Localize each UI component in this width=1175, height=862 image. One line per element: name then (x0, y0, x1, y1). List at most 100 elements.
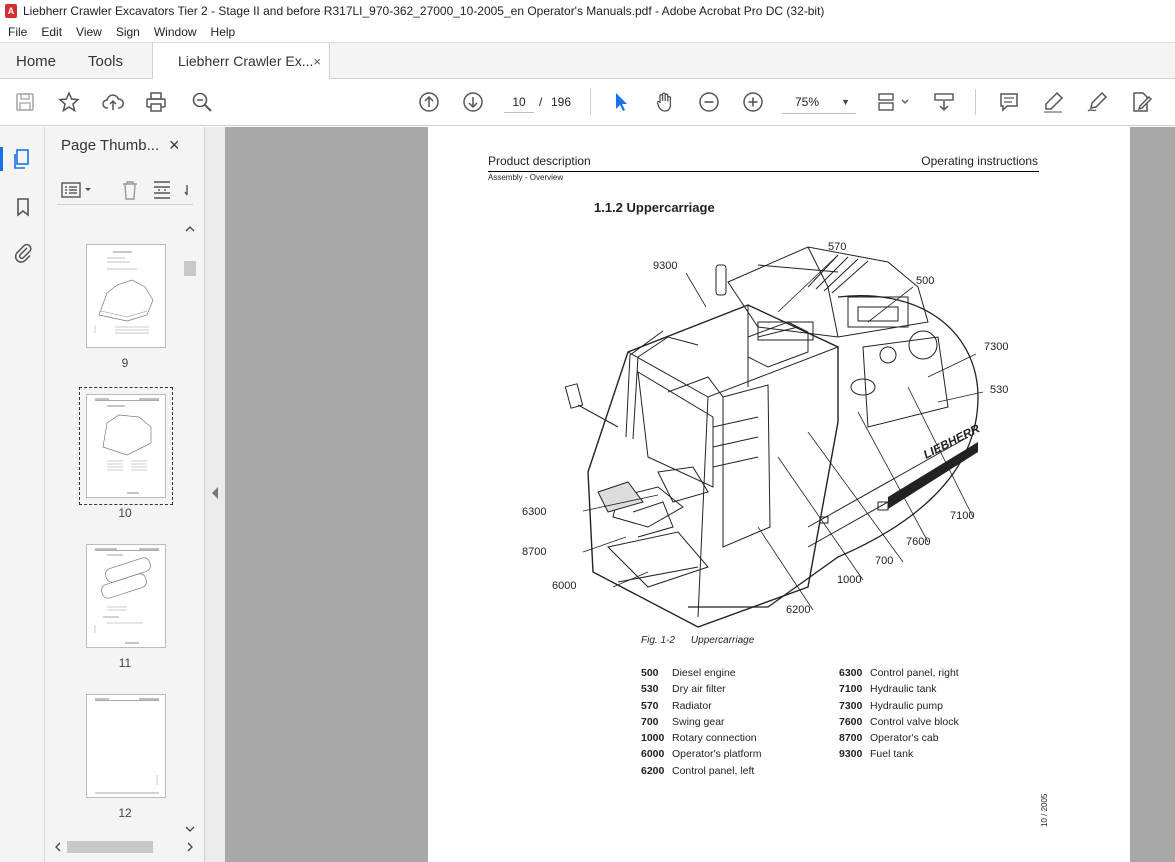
zoom-level-select[interactable]: 75% ▼ (782, 90, 856, 114)
header-rule (488, 171, 1039, 172)
collapse-panel-handle[interactable] (205, 127, 225, 862)
page-thumbnail[interactable] (86, 544, 166, 648)
tab-document[interactable]: Liebherr Crawler Ex... × (152, 43, 330, 81)
menu-file[interactable]: File (8, 25, 28, 39)
figure-caption: Fig. 1-2 Uppercarriage (641, 635, 754, 646)
page-number-input[interactable]: 10 (504, 91, 534, 113)
toolbar-divider (590, 89, 591, 115)
page-footer-code: 10 / 2005 (1040, 793, 1049, 827)
zoom-out-icon[interactable] (697, 90, 721, 114)
page-header-sub: Assembly - Overview (488, 173, 564, 182)
thumbnail-tools (57, 177, 193, 205)
callout-570: 570 (828, 241, 846, 253)
tab-tools[interactable]: Tools (88, 53, 124, 70)
menu-window[interactable]: Window (153, 25, 197, 39)
edit-pdf-icon[interactable] (1129, 90, 1153, 114)
page-fit-icon[interactable] (875, 90, 911, 114)
close-panel-icon[interactable]: × (169, 135, 180, 155)
callout-700: 700 (875, 555, 893, 567)
thumbnails-list: 9 10 (45, 219, 205, 844)
callout-6300: 6300 (522, 506, 546, 518)
chevron-down-icon: ▼ (841, 97, 850, 107)
page-separator: / (539, 95, 543, 109)
main-toolbar: 10 / 196 75% ▼ (0, 79, 1175, 126)
figure-title: Uppercarriage (690, 635, 755, 646)
callout-6200: 6200 (786, 604, 810, 616)
acrobat-logo-icon: A (5, 4, 17, 18)
thumbnails-vertical-scrollbar[interactable] (183, 219, 197, 839)
menu-view[interactable]: View (76, 25, 102, 39)
next-page-icon[interactable] (461, 90, 485, 114)
save-icon[interactable] (13, 90, 37, 114)
callout-500: 500 (916, 275, 934, 287)
left-navigation-rail (0, 127, 45, 862)
callout-9300: 9300 (653, 260, 677, 272)
page-header-right: Operating instructions (921, 154, 1038, 168)
comment-icon[interactable] (997, 90, 1021, 114)
panel-title: Page Thumb... (61, 137, 160, 154)
page-thumbnail-selected[interactable] (79, 387, 173, 505)
previous-page-icon[interactable] (417, 90, 441, 114)
tab-bar: Home Tools Liebherr Crawler Ex... × (0, 42, 1175, 81)
page-total: 196 (551, 95, 572, 109)
page-thumbnails-panel: Page Thumb... × (45, 127, 205, 862)
callout-7300: 7300 (984, 341, 1008, 353)
menu-help[interactable]: Help (210, 25, 236, 39)
delete-page-trash-icon[interactable] (119, 179, 141, 206)
page-thumbnail[interactable] (86, 244, 166, 348)
highlight-pen-icon[interactable] (1041, 90, 1065, 114)
callout-7600: 7600 (906, 536, 930, 548)
page-thumbnail[interactable] (86, 694, 166, 798)
uppercarriage-diagram: LIEBHERR (508, 227, 1068, 632)
tab-close-icon[interactable]: × (313, 54, 321, 69)
print-icon[interactable] (144, 90, 168, 114)
attachments-paperclip-icon[interactable] (11, 240, 35, 264)
zoom-search-icon[interactable] (190, 90, 214, 114)
callout-7100: 7100 (950, 510, 974, 522)
sign-pen-icon[interactable] (1085, 90, 1109, 114)
menu-sign[interactable]: Sign (115, 25, 140, 39)
thumbnails-horizontal-scrollbar[interactable] (53, 839, 195, 855)
pdf-page: Product description Operating instructio… (428, 127, 1130, 862)
document-viewer[interactable]: Product description Operating instructio… (225, 127, 1175, 862)
thumbnail-page-label: 10 (118, 506, 132, 520)
brand-decal: LIEBHERR (921, 421, 982, 461)
page-header-left: Product description (488, 154, 591, 168)
zoom-in-icon[interactable] (741, 90, 765, 114)
bookmark-star-icon[interactable] (57, 90, 81, 114)
thumbnail-options-icon[interactable] (61, 181, 93, 204)
scroll-mode-icon[interactable] (932, 90, 956, 114)
bookmarks-icon[interactable] (11, 195, 35, 219)
window-title: Liebherr Crawler Excavators Tier 2 - Sta… (23, 4, 825, 18)
tab-home[interactable]: Home (16, 53, 57, 70)
thumbnail-page-label: 12 (118, 806, 132, 820)
select-cursor-icon[interactable] (609, 90, 633, 114)
extract-pages-icon[interactable] (151, 179, 173, 206)
thumbnail-page-label: 11 (118, 656, 132, 670)
callout-1000: 1000 (837, 574, 861, 586)
menu-edit[interactable]: Edit (41, 25, 63, 39)
rotate-page-icon[interactable] (183, 179, 193, 206)
upload-cloud-icon[interactable] (101, 90, 125, 114)
page-thumbnails-icon[interactable] (0, 147, 45, 171)
hand-tool-icon[interactable] (653, 90, 677, 114)
figure-number: Fig. 1-2 (641, 635, 675, 646)
tab-document-label: Liebherr Crawler Ex... (178, 53, 314, 69)
section-title: 1.1.2 Uppercarriage (594, 200, 715, 215)
zoom-level-value: 75% (795, 95, 820, 109)
title-bar: A Liebherr Crawler Excavators Tier 2 - S… (0, 0, 1175, 22)
